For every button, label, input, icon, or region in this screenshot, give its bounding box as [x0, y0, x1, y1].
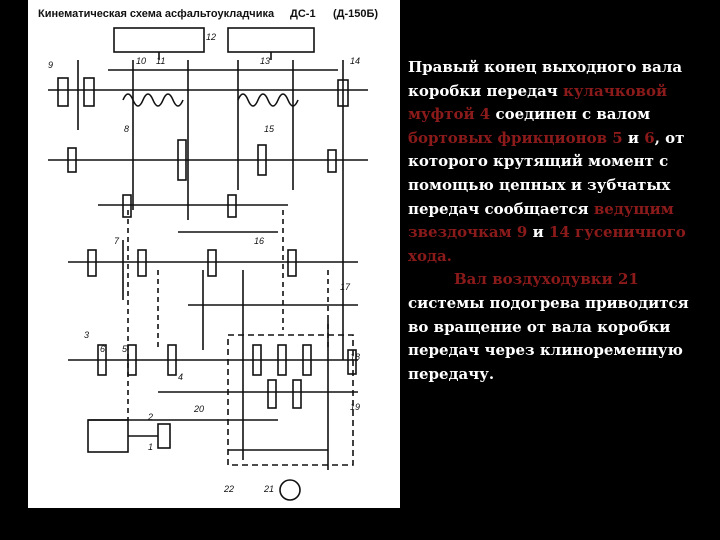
scheme-number: 9 [48, 60, 54, 70]
scheme-number: 12 [206, 32, 217, 42]
highlight-friction: бортовых фрикционов 5 [408, 128, 623, 147]
highlight-blower: Вал воздуходувки 21 [454, 270, 639, 289]
scheme-number: 7 [114, 236, 120, 246]
scheme-number: 11 [156, 56, 166, 66]
kinematic-scheme-image: Кинематическая схема асфальтоукладчика Д… [28, 0, 400, 508]
text-part: Правый конец выходного вала коробки пере… [408, 58, 683, 100]
scheme-model-code: (Д-150Б) [333, 8, 379, 20]
scheme-number: 19 [350, 402, 361, 412]
text-part: и [627, 128, 640, 147]
highlight-clutch: кулачковой муфтой 4 [408, 81, 668, 124]
text-part: соединен с валом [495, 105, 651, 124]
highlight-sprockets: ведущим звездочкам 9 [408, 199, 674, 242]
highlight-number-6: 6 [644, 128, 655, 147]
scheme-number: 17 [340, 282, 351, 292]
scheme-number: 15 [264, 124, 275, 134]
scheme-number: 5 [122, 344, 128, 354]
text-part: и [532, 223, 544, 242]
scheme-number: 14 [350, 56, 361, 66]
scheme-number: 4 [178, 372, 184, 382]
description-text: Правый конец выходного вала коробки пере… [408, 56, 708, 386]
highlight-track: 14 гусеничного хода. [408, 223, 686, 265]
scheme-number: 2 [148, 412, 154, 422]
scheme-number: 13 [260, 56, 271, 66]
text-part: системы подогрева приводится во вращение… [408, 293, 689, 383]
scheme-number: 3 [84, 330, 90, 340]
scheme-number: 8 [124, 124, 130, 134]
scheme-number: 1 [148, 442, 154, 452]
scheme-model: ДС-1 [290, 8, 316, 20]
scheme-number: 20 [194, 404, 205, 414]
scheme-number: 10 [136, 56, 147, 66]
scheme-number: 18 [350, 352, 361, 362]
scheme-number: 6 [100, 344, 106, 354]
scheme-number: 22 [224, 484, 235, 494]
scheme-title: Кинематическая схема асфальтоукладчика [38, 8, 275, 20]
scheme-drawing [48, 27, 368, 501]
scheme-number: 21 [264, 484, 275, 494]
text-part: , от которого крутящий момент с помощью … [408, 128, 685, 218]
scheme-number: 16 [254, 236, 265, 246]
